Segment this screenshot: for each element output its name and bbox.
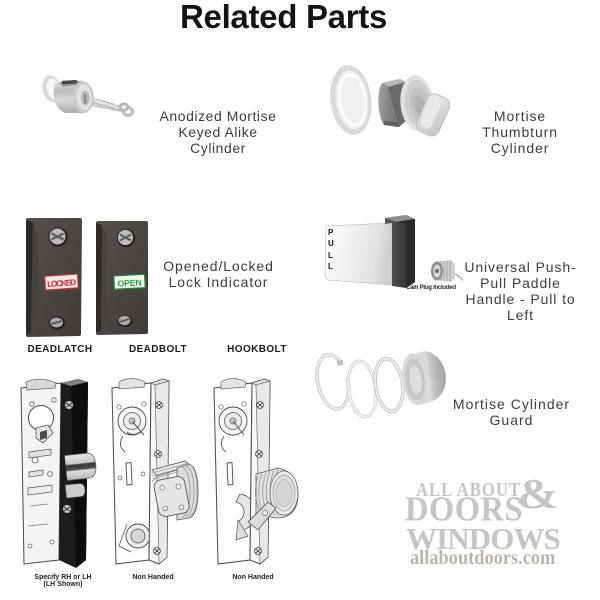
svg-text:Cam Plug Included: Cam Plug Included — [406, 285, 456, 291]
svg-text:L: L — [328, 251, 333, 260]
svg-text:P: P — [328, 228, 334, 237]
svg-text:LOCKED: LOCKED — [47, 277, 77, 289]
svg-text:L: L — [328, 262, 333, 271]
svg-text:OPEN: OPEN — [117, 277, 141, 288]
svg-text:U: U — [328, 239, 334, 248]
